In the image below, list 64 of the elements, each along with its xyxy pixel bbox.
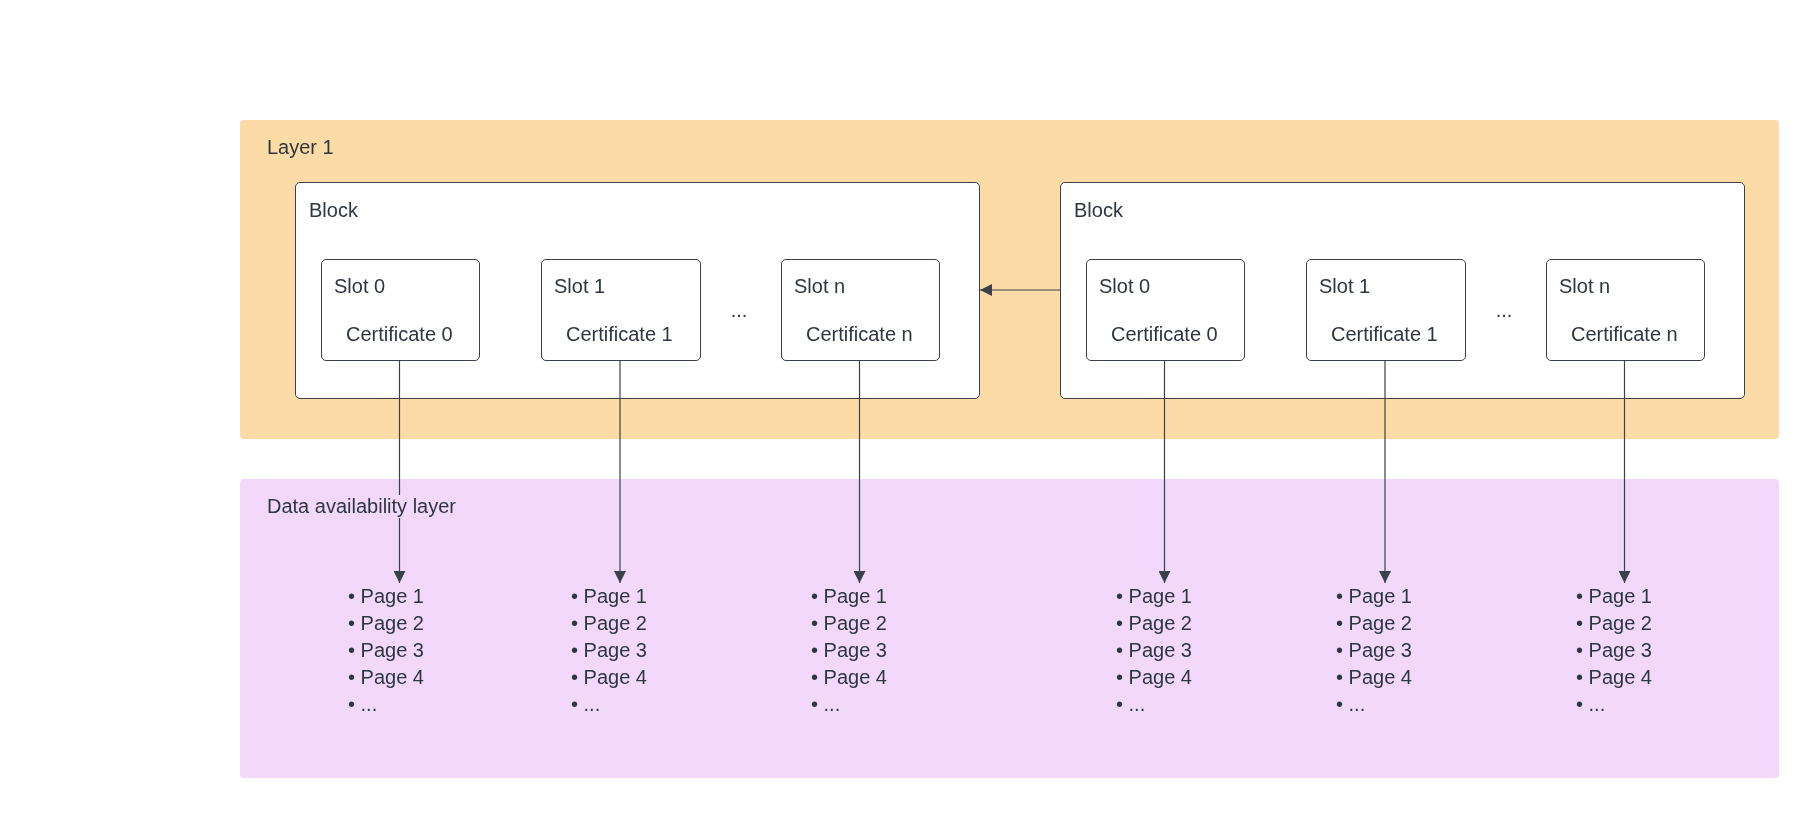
list-item: • ...	[811, 692, 842, 717]
list-item: • Page 3	[571, 638, 648, 663]
slot-title: Slot 1	[554, 275, 606, 298]
block-box	[295, 182, 980, 399]
list-item: • Page 1	[348, 584, 425, 609]
block-title: Block	[309, 199, 358, 222]
certificate-text: Certificate 0	[1111, 323, 1218, 346]
list-item: • Page 3	[348, 638, 425, 663]
ellipsis-text: ...	[730, 298, 748, 322]
list-item: • Page 2	[1576, 611, 1653, 636]
arrow	[979, 284, 1061, 296]
block-box	[1060, 182, 1745, 399]
arrow	[853, 359, 866, 584]
list-item: • Page 4	[1576, 665, 1653, 690]
slot-box	[541, 259, 701, 361]
list-item: • Page 1	[571, 584, 648, 609]
list-item: • ...	[1336, 692, 1367, 717]
list-item: • Page 1	[1336, 584, 1413, 609]
slot-box	[321, 259, 480, 361]
list-item: • Page 1	[1576, 584, 1653, 609]
slot-box	[1306, 259, 1466, 361]
list-item: • Page 2	[571, 611, 648, 636]
slot-title: Slot n	[794, 275, 846, 298]
slot-title: Slot 0	[334, 275, 386, 298]
list-item: • Page 2	[811, 611, 888, 636]
list-item: • Page 1	[1116, 584, 1193, 609]
block-title: Block	[1074, 199, 1123, 222]
list-item: • Page 1	[811, 584, 888, 609]
certificate-text: Certificate n	[1571, 323, 1678, 346]
list-item: • Page 4	[1336, 665, 1413, 690]
list-item: • Page 4	[571, 665, 648, 690]
list-item: • Page 2	[1116, 611, 1193, 636]
list-item: • ...	[348, 692, 379, 717]
arrow	[1618, 359, 1631, 584]
certificate-text: Certificate n	[806, 323, 913, 346]
list-item: • Page 2	[348, 611, 425, 636]
list-item: • Page 4	[348, 665, 425, 690]
list-item: • ...	[1576, 692, 1607, 717]
list-item: • Page 4	[811, 665, 888, 690]
slot-title: Slot 1	[1319, 275, 1371, 298]
layer-title: Data availability layer	[265, 495, 458, 518]
list-item: • Page 3	[811, 638, 888, 663]
layer-band	[240, 479, 1779, 778]
certificate-text: Certificate 0	[346, 323, 453, 346]
list-item: • Page 3	[1576, 638, 1653, 663]
list-item: • Page 4	[1116, 665, 1193, 690]
slot-title: Slot 0	[1099, 275, 1151, 298]
slot-title: Slot n	[1559, 275, 1611, 298]
certificate-text: Certificate 1	[1331, 323, 1438, 346]
list-item: • Page 3	[1116, 638, 1193, 663]
list-item: • ...	[571, 692, 602, 717]
slot-box	[1546, 259, 1705, 361]
arrow	[393, 359, 406, 584]
list-item: • Page 2	[1336, 611, 1413, 636]
ellipsis-text: ...	[1495, 298, 1513, 322]
certificate-text: Certificate 1	[566, 323, 673, 346]
slot-box	[781, 259, 940, 361]
arrow	[1379, 359, 1391, 584]
slot-box	[1086, 259, 1245, 361]
arrow	[614, 359, 626, 584]
arrow	[1158, 359, 1171, 584]
layer-band	[240, 120, 1779, 439]
list-item: • ...	[1116, 692, 1147, 717]
list-item: • Page 3	[1336, 638, 1413, 663]
